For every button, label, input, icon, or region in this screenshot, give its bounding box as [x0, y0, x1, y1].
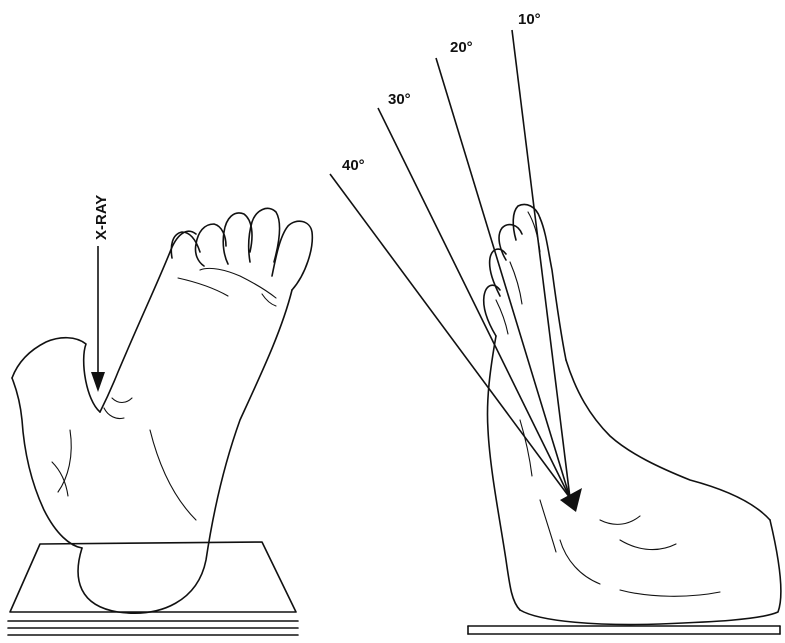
- beam-angles: [330, 30, 582, 512]
- angle-label-20: 20°: [450, 39, 473, 56]
- beam-40-degrees: [330, 174, 570, 498]
- beam-30-degrees: [378, 108, 570, 498]
- left-view: X-RAY: [8, 195, 312, 635]
- angle-label-10: 10°: [518, 11, 541, 28]
- beam-convergence-arrowhead: [560, 488, 582, 512]
- beam-10-degrees: [512, 30, 570, 498]
- beam-20-degrees: [436, 58, 570, 498]
- angle-labels: 10° 20° 30° 40°: [342, 11, 541, 174]
- xray-indicator: X-RAY: [91, 195, 110, 392]
- xray-arrowhead: [91, 372, 105, 392]
- left-film-cassette: [8, 542, 298, 635]
- angle-label-30: 30°: [388, 91, 411, 108]
- angle-label-40: 40°: [342, 157, 365, 174]
- right-view: 10° 20° 30° 40°: [330, 11, 781, 634]
- xray-label: X-RAY: [93, 195, 110, 240]
- right-film-plate: [468, 626, 780, 634]
